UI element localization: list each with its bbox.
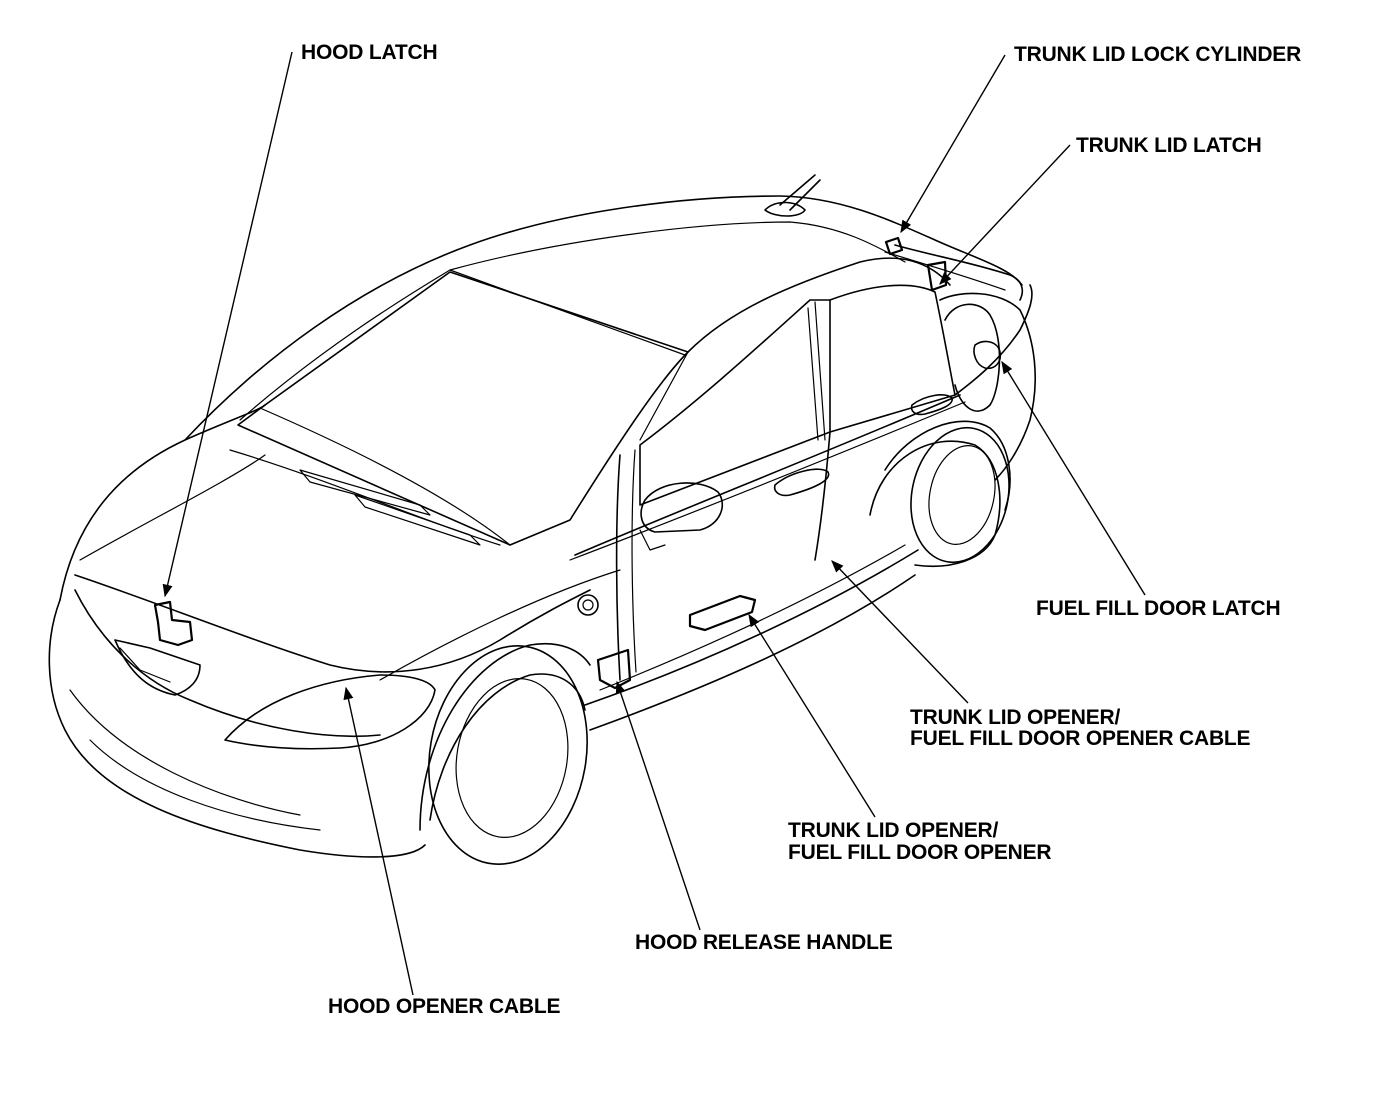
label-fuel-fill-door-latch: FUEL FILL DOOR LATCH	[1036, 597, 1281, 620]
label-trunk-lid-lock-cylinder: TRUNK LID LOCK CYLINDER	[1014, 43, 1302, 66]
label-trunk-opener-cable-line1: TRUNK LID OPENER/	[910, 706, 1121, 729]
label-trunk-opener-cable-line2: FUEL FILL DOOR OPENER CABLE	[910, 727, 1251, 750]
label-hood-latch: HOOD LATCH	[301, 41, 438, 64]
hood-release-handle-part	[596, 648, 632, 690]
leader-lines	[162, 51, 1146, 996]
trunk-latch-part	[926, 260, 948, 292]
label-trunk-opener-line1: TRUNK LID OPENER/	[788, 819, 999, 842]
label-trunk-lid-latch: TRUNK LID LATCH	[1076, 134, 1262, 157]
trunk-fuel-opener-part	[688, 594, 757, 632]
label-trunk-opener-line2: FUEL FILL DOOR OPENER	[788, 841, 1052, 864]
label-hood-release-handle: HOOD RELEASE HANDLE	[635, 931, 893, 954]
car-outline	[48, 174, 1036, 865]
hood-latch-part	[153, 600, 194, 647]
hood-cable-grommet	[577, 594, 599, 616]
trunk-lock-cylinder-part	[884, 236, 904, 256]
label-hood-opener-cable: HOOD OPENER CABLE	[328, 995, 561, 1018]
